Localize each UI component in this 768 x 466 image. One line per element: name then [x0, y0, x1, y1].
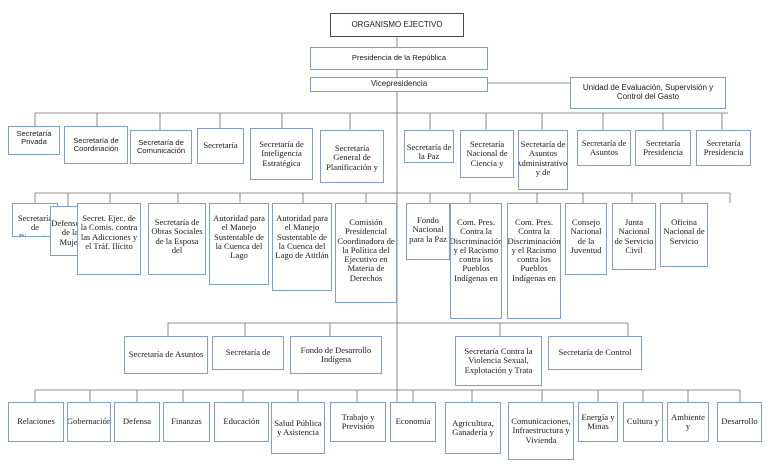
- row3-label: Secretaría de Asuntos: [128, 349, 204, 360]
- row4-label: Agricultura, Ganadería y: [452, 417, 494, 437]
- row1-box: Secretaría Nacional de Ciencia y: [460, 130, 514, 178]
- row2-box: Fondo Nacional para la Paz: [406, 203, 450, 260]
- row4-label: Gobernación: [67, 416, 111, 427]
- row1-box: Secretaría de Comunicación: [130, 130, 192, 164]
- row1-box: Secretaría Presidencia: [696, 130, 751, 166]
- row4-box: Finanzas: [163, 402, 210, 442]
- presidencia-label: Presidencia de la República: [351, 53, 447, 63]
- row4-box: Energía y Minas: [578, 402, 618, 442]
- row2-label: Consejo Nacional de la Juventud: [570, 217, 602, 255]
- row4-label: Trabajo y Previsión: [341, 411, 375, 431]
- row4-label: Salud Pública y Asistencia: [274, 417, 322, 437]
- row1-label: Secretaría de Comunicación: [136, 137, 186, 155]
- row4-label: Economía: [395, 416, 431, 427]
- row2-box: Secret. Ejec. de la Comis. contra las Ad…: [77, 203, 141, 275]
- row1-box: Secretaría de Asuntos Administrativos y …: [518, 130, 568, 190]
- row2-box: Junta Nacional de Servicio Civil: [612, 203, 656, 270]
- row4-box: Salud Pública y Asistencia: [271, 402, 325, 454]
- root-label: ORGANISMO EJECTIVO: [351, 19, 443, 29]
- row4-box: Desarrollo: [717, 402, 762, 442]
- row1-box: Secretaría de Asuntos: [577, 130, 631, 166]
- row2-label: Fondo Nacional para la Paz: [409, 215, 447, 244]
- row4-box: Comunicaciones, Infraestructura y Vivien…: [508, 402, 574, 460]
- row1-label: Secretaría de Coordinación: [73, 135, 119, 153]
- row4-box: Agricultura, Ganadería y: [445, 402, 501, 454]
- row2-label: Autoridad para el Manejo Sustentable de …: [213, 213, 265, 261]
- row3-box: Secretaría de Control: [548, 336, 642, 370]
- vice-label: Vicepresidencia: [370, 79, 428, 89]
- row2-label: Secretaría de Obras Sociales de la Espos…: [151, 217, 203, 255]
- row2-box: Com. Pres. Contra la Discriminación y el…: [507, 203, 561, 319]
- row4-label: Energía y Minas: [581, 411, 615, 431]
- row1-label: Secretaría de la Paz: [406, 142, 452, 162]
- row3-label: Secretaría Contra la Violencia Sexual, E…: [464, 346, 533, 375]
- row4-box: Gobernación: [67, 402, 111, 442]
- row1-label: Secretaría: [203, 140, 238, 151]
- root-box: ORGANISMO EJECTIVO: [330, 13, 464, 37]
- row1-label: Secretaría General de Planificación y: [326, 143, 378, 172]
- row4-box: Cultura y: [623, 402, 663, 442]
- row3-label: Secretaría de: [225, 347, 271, 358]
- row2-box: Secretaría de Obras Sociales de la Espos…: [148, 203, 206, 275]
- presidencia-box: Presidencia de la República: [310, 47, 488, 70]
- row4-box: Economía: [390, 402, 436, 442]
- row4-box: Trabajo y Previsión: [330, 402, 386, 442]
- row4-box: Defensa: [114, 402, 160, 442]
- row1-box: Secretaría de Coordinación: [64, 126, 128, 164]
- row3-box: Secretaría Contra la Violencia Sexual, E…: [455, 336, 542, 386]
- row2-box: Autoridad para el Manejo Sustentable de …: [272, 203, 332, 291]
- row2-label: Oficina Nacional de Servicio: [663, 217, 705, 246]
- row4-label: Desarrollo: [721, 416, 758, 427]
- row2-label: Secret. Ejec. de la Comis. contra las Ad…: [80, 213, 138, 251]
- row1-label: Secretaría Presidencia: [703, 137, 744, 157]
- row2-box: Comisión Presidencial Coordinadora de la…: [335, 203, 397, 303]
- row2-label: Junta Nacional de Servicio Civil: [614, 217, 654, 255]
- row1-box: Secretaría Presidencia: [635, 130, 691, 166]
- row3-box: Secretaría de Asuntos: [124, 336, 208, 374]
- row4-box: Relaciones: [8, 402, 64, 442]
- row2-label: Com. Pres. Contra la Discriminación y el…: [507, 217, 561, 283]
- row4-label: Relaciones: [17, 416, 55, 427]
- row1-label: Secretaría Nacional de Ciencia y: [466, 139, 508, 168]
- row2-box: Oficina Nacional de Servicio: [660, 203, 708, 267]
- row1-label: Secretaría Presidencia: [643, 137, 683, 157]
- row4-label: Defensa: [122, 416, 152, 427]
- row4-label: Finanzas: [171, 416, 202, 427]
- row3-box: Secretaría de: [212, 336, 284, 370]
- row4-box: Ambiente y: [667, 402, 709, 442]
- row2-box: Com. Pres. Contra la Discriminación y el…: [450, 203, 502, 319]
- row1-box: Secretaría General de Planificación y: [320, 130, 384, 183]
- row1-box: Secretaría de la Paz: [404, 130, 454, 163]
- row1-box: Secretaría: [197, 128, 244, 164]
- row1-label: Secretaría Privada: [16, 129, 52, 147]
- unidad-label: Unidad de Evaluación, Supervisión y Cont…: [582, 83, 714, 101]
- row1-box: Secretaría Privada: [8, 126, 60, 155]
- row1-box: Secretaría de Inteligencia Estratégica: [250, 128, 313, 180]
- row3-box: Fondo de Desarrollo Indígena: [290, 336, 382, 374]
- row2-label: Com. Pres. Contra la Discriminación y el…: [450, 217, 502, 283]
- row4-label: Cultura y: [626, 416, 660, 427]
- row3-label: Secretaría de Control: [558, 347, 632, 358]
- row4-label: Ambiente y: [671, 411, 705, 431]
- row2-label: Autoridad para el Manejo Sustentable de …: [275, 213, 329, 261]
- row2-label: Secretaría de Bienestar: [17, 213, 53, 237]
- unidad-box: Unidad de Evaluación, Supervisión y Cont…: [570, 77, 726, 109]
- row2-box: Consejo Nacional de la Juventud: [565, 203, 607, 275]
- row2-label: Comisión Presidencial Coordinadora de la…: [337, 217, 395, 283]
- row1-label: Secretaría de Asuntos: [581, 137, 627, 157]
- row1-label: Secretaría de Asuntos Administrativos y …: [518, 139, 568, 177]
- vice-box: Vicepresidencia: [310, 77, 488, 92]
- row4-label: Educación: [223, 416, 260, 427]
- row2-label: Defensoría de la Mujer: [51, 218, 89, 247]
- row2-box: Autoridad para el Manejo Sustentable de …: [209, 203, 269, 285]
- row4-label: Comunicaciones, Infraestructura y Vivien…: [511, 416, 571, 445]
- row4-box: Educación: [214, 402, 269, 442]
- row3-label: Fondo de Desarrollo Indígena: [300, 344, 372, 364]
- row1-label: Secretaría de Inteligencia Estratégica: [259, 139, 304, 168]
